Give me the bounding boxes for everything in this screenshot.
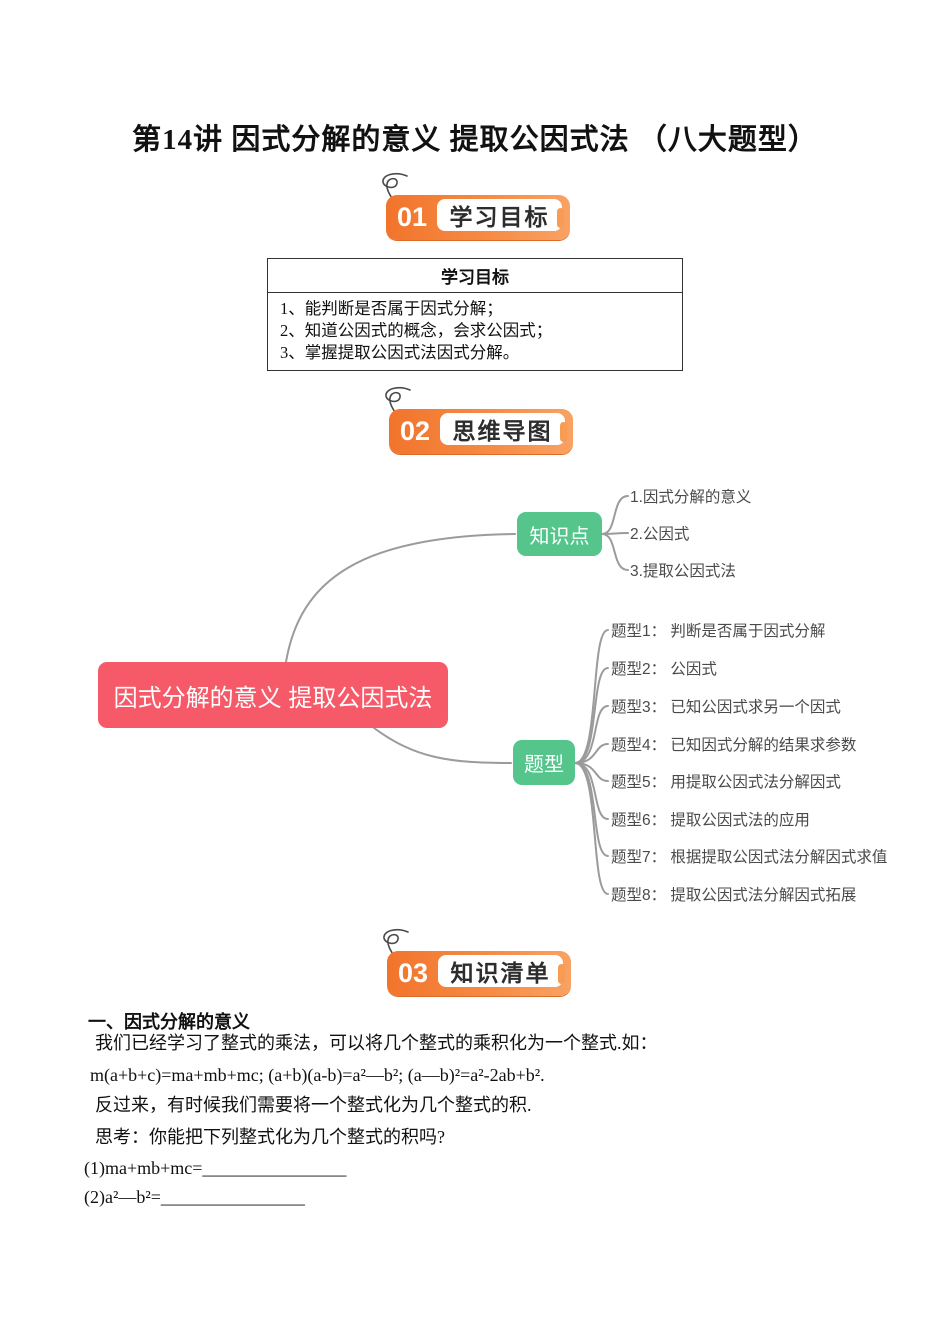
type-item: 题型5： 用提取公因式法分解因式: [611, 774, 841, 791]
type-item: 题型7： 根据提取公因式法分解因式求值: [611, 849, 888, 866]
knowledge-item: 2.公因式: [630, 526, 690, 543]
badge: 01 学习目标: [386, 195, 570, 240]
badge-number: 02: [399, 416, 431, 446]
section-badge-02: 02 思维导图: [381, 386, 596, 461]
mindmap-types-node: 题型: [513, 740, 575, 785]
type-item: 题型4： 已知因式分解的结果求参数: [611, 737, 857, 754]
objective-row: 3、掌握提取公因式法因式分解。: [280, 343, 520, 362]
page-title: 第14讲 因式分解的意义 提取公因式法 （八大题型）: [132, 124, 818, 156]
badge-label: 学习目标: [449, 204, 550, 230]
badge-label: 知识清单: [450, 960, 551, 986]
paragraph-line: 反过来，有时候我们需要将一个整式化为几个整式的积.: [95, 1095, 532, 1115]
section-badge-01: 01 学习目标: [378, 172, 593, 247]
objective-row: 2、知道公因式的概念，会求公因式；: [280, 321, 553, 340]
section-heading: 一、因式分解的意义: [88, 1012, 250, 1032]
badge: 03 知识清单: [387, 951, 571, 996]
badge-label: 思维导图: [452, 418, 553, 444]
badge-notch: [560, 421, 567, 442]
badge-pill: 思维导图: [440, 413, 565, 445]
objectives-table-body: 1、能判断是否属于因式分解； 2、知道公因式的概念，会求公因式； 3、掌握提取公…: [268, 293, 682, 370]
objective-row: 1、能判断是否属于因式分解；: [280, 299, 503, 318]
objectives-table: 学习目标 1、能判断是否属于因式分解； 2、知道公因式的概念，会求公因式； 3、…: [267, 258, 683, 371]
type-item: 题型8： 提取公因式法分解因式拓展: [611, 887, 857, 904]
badge-number: 03: [397, 958, 429, 988]
badge-pill: 知识清单: [438, 955, 563, 987]
mindmap-root-node: 因式分解的意义 提取公因式法: [98, 662, 448, 728]
section-badge-03: 03 知识清单: [379, 928, 594, 1003]
badge-notch: [557, 207, 564, 228]
paragraph-line: 思考：你能把下列整式化为几个整式的积吗?: [95, 1127, 445, 1147]
type-item: 题型1： 判断是否属于因式分解: [611, 623, 826, 640]
knowledge-item: 1.因式分解的意义: [630, 489, 752, 506]
badge: 02 思维导图: [389, 409, 573, 454]
formula-line: m(a+b+c)=ma+mb+mc; (a+b)(a-b)=a²—b²; (a—…: [90, 1065, 545, 1085]
knowledge-item: 3.提取公因式法: [630, 563, 736, 580]
fill-blank-line: (1)ma+mb+mc=________________: [84, 1158, 347, 1178]
mindmap-knowledge-node: 知识点: [517, 512, 602, 556]
paragraph-line: 我们已经学习了整式的乘法，可以将几个整式的乘积化为一个整式.如：: [95, 1033, 658, 1053]
type-item: 题型3： 已知公因式求另一个因式: [611, 699, 841, 716]
badge-pill: 学习目标: [437, 199, 562, 231]
badge-notch: [558, 963, 565, 984]
type-item: 题型2： 公因式: [611, 661, 717, 678]
objectives-table-header: 学习目标: [268, 259, 682, 293]
badge-number: 01: [396, 202, 428, 232]
fill-blank-line: (2)a²—b²=________________: [84, 1187, 305, 1207]
type-item: 题型6： 提取公因式法的应用: [611, 812, 810, 829]
